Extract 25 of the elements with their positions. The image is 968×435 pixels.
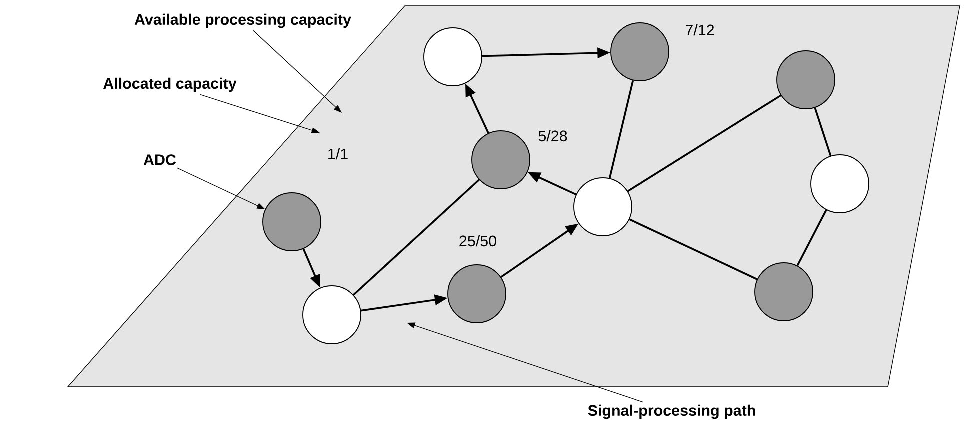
circle-node xyxy=(810,154,870,214)
connector-line xyxy=(627,94,782,192)
connector-line xyxy=(629,218,758,280)
circle-node xyxy=(262,192,322,252)
leader-line xyxy=(253,30,342,113)
capacity-label: 1/1 xyxy=(328,148,348,160)
circle-node xyxy=(776,50,836,110)
circle-node xyxy=(754,262,814,322)
connector-line xyxy=(608,80,634,179)
callout-label: Allocated capacity xyxy=(104,78,237,92)
circle-node xyxy=(424,28,482,86)
connector-line xyxy=(814,108,832,156)
capacity-label: 7/12 xyxy=(686,24,714,36)
circle-node xyxy=(448,264,506,324)
callout-label: Signal-processing path xyxy=(588,404,756,420)
capacity-label: 25/50 xyxy=(460,235,496,247)
circle-node xyxy=(472,130,530,190)
circle-node xyxy=(610,22,670,82)
circle-node xyxy=(574,178,632,236)
capacity-label: 5/28 xyxy=(538,130,568,142)
circle-node xyxy=(302,286,362,344)
callout-label: ADC xyxy=(144,154,176,166)
connector-line xyxy=(353,179,480,296)
callout-label: Available processing capacity xyxy=(134,14,352,28)
connector-line xyxy=(796,210,828,266)
